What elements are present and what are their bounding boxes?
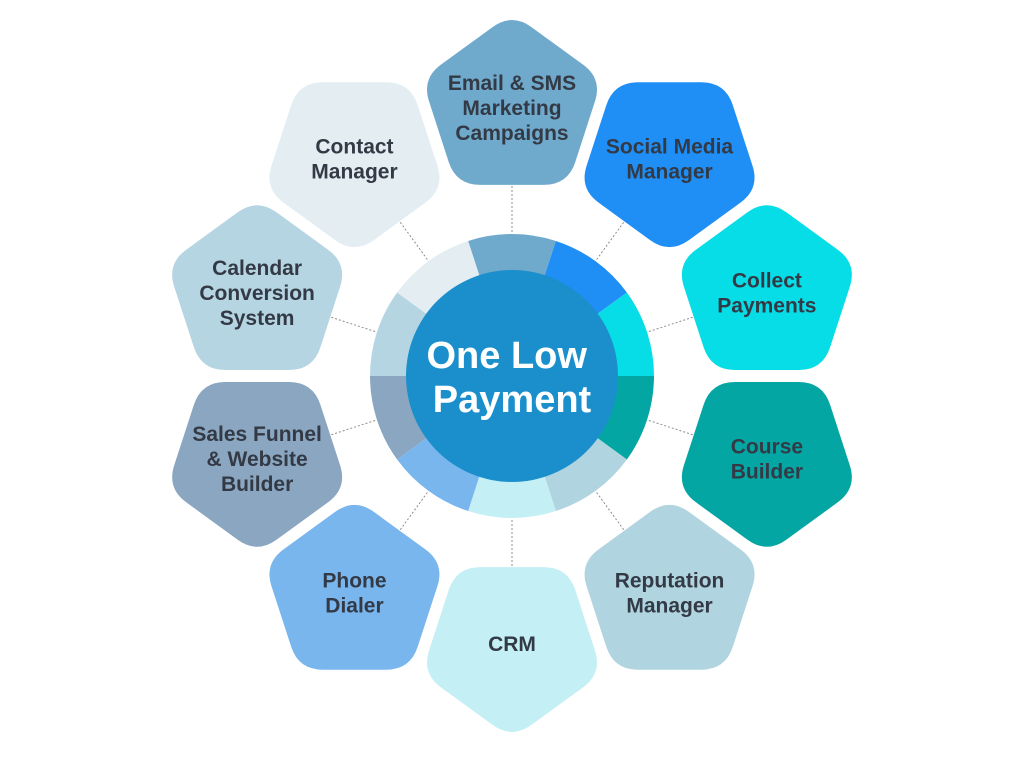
- center-label-line: Payment: [433, 379, 592, 421]
- ring-segment-social-media-manager: [544, 240, 627, 315]
- ring-segment-email-and-sms-marketing-campaigns: [468, 233, 556, 278]
- ring-segment-phone-dialer: [397, 437, 480, 512]
- pentagon-shape: [269, 504, 440, 670]
- pentagon-shape: [584, 82, 755, 248]
- connector-line: [323, 418, 380, 438]
- connector-line: [644, 418, 701, 438]
- connector-line: [323, 314, 380, 334]
- pentagon-shape: [584, 504, 755, 670]
- ring-segment-contact-manager: [397, 240, 480, 315]
- feature-label-line: Builder: [731, 460, 803, 483]
- pentagon-shape: [427, 567, 597, 732]
- feature-label-line: Campaigns: [455, 122, 568, 145]
- pentagon-shape: [681, 382, 852, 547]
- connector-line: [593, 215, 629, 264]
- ring-segment-collect-payments: [596, 292, 654, 376]
- pentagon-shape: [681, 205, 852, 370]
- feature-label-line: Dialer: [325, 594, 383, 617]
- feature-label-line: & Website: [207, 448, 308, 471]
- feature-label-line: Sales Funnel: [192, 423, 322, 446]
- feature-label-line: Phone: [322, 569, 386, 592]
- ring-segment-crm: [468, 474, 556, 518]
- pentagon-shape: [427, 20, 597, 185]
- ring-segment-calendar-conversion-system: [370, 292, 428, 376]
- feature-label-line: Collect: [732, 270, 802, 293]
- pentagon-shape: [172, 382, 343, 547]
- feature-label-line: Builder: [221, 473, 293, 496]
- feature-label-line: Course: [731, 435, 803, 458]
- connector-line: [395, 488, 431, 537]
- feature-label-line: Contact: [315, 136, 393, 159]
- center-circle: [406, 270, 618, 482]
- feature-label-line: Manager: [626, 594, 712, 617]
- connector-line: [644, 314, 701, 334]
- feature-label-line: Payments: [717, 295, 816, 318]
- connector-line: [593, 488, 629, 537]
- feature-label-line: Conversion: [199, 282, 315, 305]
- feature-label-line: Email & SMS: [448, 72, 576, 95]
- feature-label-line: Manager: [311, 161, 397, 184]
- center-label-line: One Low: [426, 335, 587, 377]
- connector-line: [395, 215, 431, 264]
- feature-label-line: CRM: [488, 633, 536, 656]
- center-label: One Low Payment: [426, 335, 597, 421]
- feature-label-line: Manager: [626, 161, 712, 184]
- center-ring: [370, 233, 654, 518]
- ring-segment-reputation-manager: [544, 437, 627, 512]
- pentagon-shape: [269, 82, 440, 248]
- feature-label-line: Social Media: [606, 136, 734, 159]
- ring-segment-course-builder: [596, 376, 654, 460]
- feature-label-line: System: [220, 307, 295, 330]
- pentagon-shape: [172, 205, 343, 370]
- feature-label-line: Reputation: [615, 569, 725, 592]
- connectors: [323, 178, 701, 574]
- feature-label-line: Marketing: [462, 97, 561, 120]
- feature-node-crm: CRM: [427, 567, 597, 732]
- ring-segment-sales-funnel-and-website-builder: [370, 376, 428, 460]
- feature-label-line: Calendar: [212, 257, 302, 280]
- feature-label: CRM: [488, 633, 536, 656]
